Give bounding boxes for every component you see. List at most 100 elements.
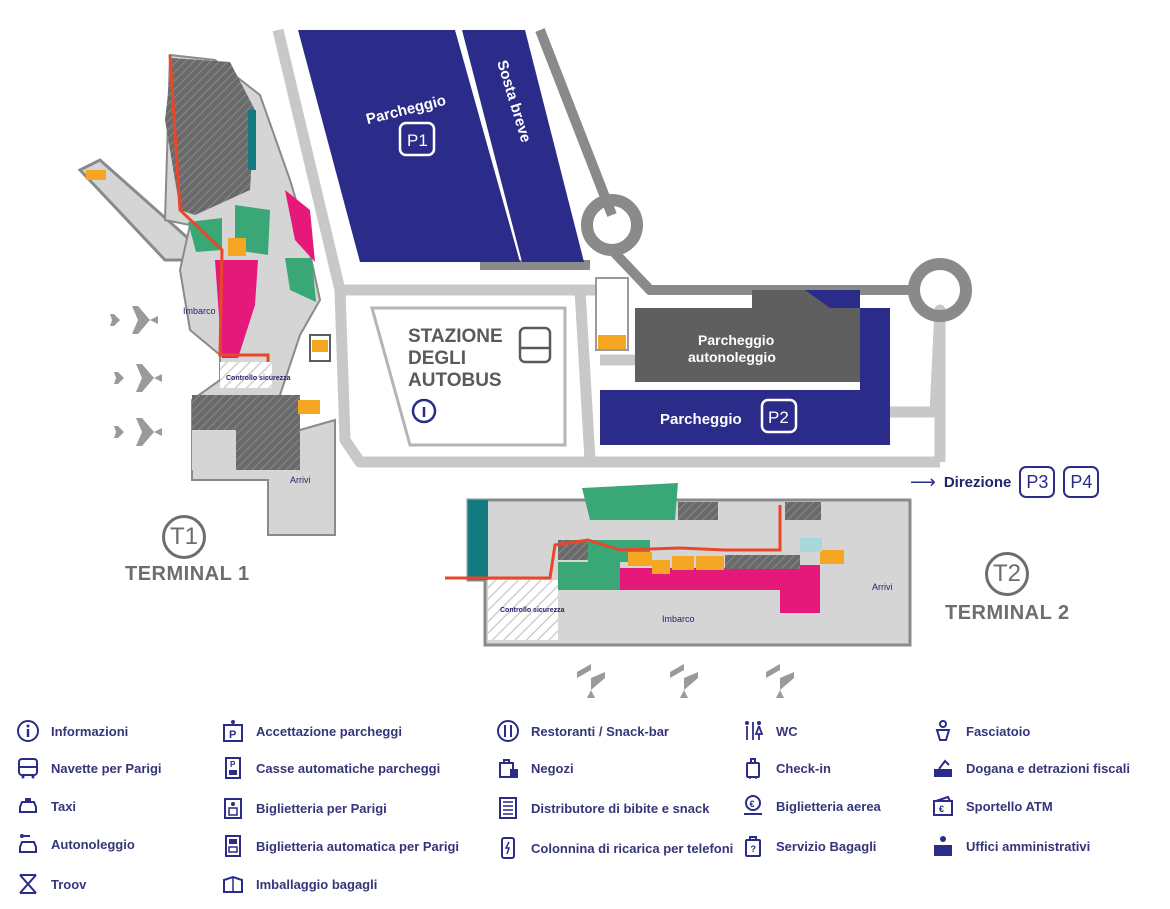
parking-p2-label: Parcheggio bbox=[660, 411, 742, 428]
direction-arrow-icon: ⟶ bbox=[910, 471, 936, 492]
t2-wc-5 bbox=[820, 550, 844, 564]
parking-p1-sign bbox=[398, 121, 436, 157]
bus-station-line3: AUTOBUS bbox=[408, 370, 502, 391]
rental-car-parking[interactable] bbox=[635, 290, 860, 382]
direction-sign-p3: P3 bbox=[1019, 466, 1056, 498]
shuttle-bus-icon bbox=[15, 755, 41, 781]
t2-shop-2 bbox=[780, 565, 820, 613]
legend-item-troov: Troov bbox=[15, 871, 86, 897]
svg-text:STAZIONE DEGLI AUTOBUS: STAZIONE DEGLI AUTOBUS bbox=[408, 326, 508, 391]
bus-station-line2: DEGLI bbox=[408, 348, 466, 369]
t2-restaurant-top bbox=[582, 483, 678, 520]
t2-shop-1 bbox=[620, 568, 780, 590]
legend-item-info: Informazioni bbox=[15, 718, 128, 744]
legend-item-airline-ticket: € Biglietteria aerea bbox=[740, 793, 881, 819]
airline-ticket-icon: € bbox=[740, 793, 766, 819]
legend-item-restaurant: Restoranti / Snack-bar bbox=[495, 718, 669, 744]
info-icon bbox=[411, 398, 437, 424]
t2-security-label: Controllo sicurezza bbox=[500, 607, 565, 614]
t2-hatched-c bbox=[558, 540, 588, 560]
check-in-icon bbox=[740, 755, 766, 781]
info-icon bbox=[15, 718, 41, 744]
legend-item-wc: WC bbox=[740, 718, 798, 744]
t2-boarding-label: Imbarco bbox=[662, 614, 695, 624]
parking-p2-sign-text: P2 bbox=[768, 408, 789, 427]
svg-text:?: ? bbox=[751, 844, 757, 854]
legend-item-phone-charge: Colonnina di ricarica per telefoni bbox=[495, 835, 733, 861]
legend-item-check-in: Check-in bbox=[740, 755, 831, 781]
t2-security-zone bbox=[488, 580, 558, 640]
t2-arrivals-label: Arrivi bbox=[872, 582, 893, 592]
rental-parking-line1: Parcheggio bbox=[698, 332, 774, 348]
legend-item-taxi: Taxi bbox=[15, 793, 76, 819]
t1-wc-pier bbox=[86, 170, 106, 180]
t1-admin bbox=[192, 430, 236, 470]
rental-parking-line2: autonoleggio bbox=[688, 349, 776, 365]
t1-security-label: Controllo sicurezza bbox=[226, 375, 291, 382]
legend-item-car-rental: Autonoleggio bbox=[15, 831, 135, 857]
admin-office-icon bbox=[930, 833, 956, 859]
legend-item-ticket-office: Biglietteria per Parigi bbox=[220, 795, 387, 821]
short-stay-parking[interactable] bbox=[462, 30, 584, 262]
parking-p2[interactable] bbox=[600, 308, 890, 445]
svg-text:€: € bbox=[939, 804, 944, 814]
baggage-service-icon: ? bbox=[740, 833, 766, 859]
t1-wc-4 bbox=[312, 340, 328, 352]
phone-charge-icon bbox=[495, 835, 521, 861]
ticket-office-icon bbox=[220, 795, 246, 821]
airplane-icons bbox=[110, 306, 794, 698]
t1-shop-zone-2 bbox=[285, 190, 315, 262]
t2-security-line bbox=[445, 505, 782, 580]
airport-map: Parcheggio P1 Sosta breve STAZIONE DEGLI… bbox=[77, 28, 972, 698]
bus-station[interactable] bbox=[370, 306, 567, 447]
t1-teal bbox=[248, 110, 256, 170]
t2-check-in-zone bbox=[468, 500, 488, 580]
atm-icon: € bbox=[930, 793, 956, 819]
t1-security-line bbox=[168, 54, 270, 380]
parking-p2-sign bbox=[760, 398, 798, 434]
customs-icon bbox=[930, 755, 956, 781]
svg-text:€: € bbox=[750, 799, 755, 809]
parking-p1-sign-text: P1 bbox=[407, 131, 428, 150]
direction-sign-p4: P4 bbox=[1063, 466, 1100, 498]
t1-arrivals-label: Arrivi bbox=[290, 475, 311, 485]
t1-boarding-label: Imbarco bbox=[183, 306, 216, 316]
terminal-2-badge: T2 bbox=[985, 552, 1029, 596]
wc-rental bbox=[598, 335, 626, 349]
t1-hatched-zone bbox=[165, 58, 255, 215]
t2-baby bbox=[800, 538, 822, 552]
baggage-wrap-icon bbox=[220, 871, 246, 897]
bus-station-line1: STAZIONE bbox=[408, 326, 503, 347]
bus-icon bbox=[518, 326, 552, 364]
legend-item-ticket-machine: Biglietteria automatica per Parigi bbox=[220, 833, 459, 859]
legend-item-baby-change: Fasciatoio bbox=[930, 718, 1030, 744]
wc-icon bbox=[740, 718, 766, 744]
t2-restaurant-2 bbox=[558, 562, 620, 590]
t1-restaurant-3 bbox=[285, 258, 316, 302]
ticket-machine-icon bbox=[220, 833, 246, 859]
svg-text:P: P bbox=[230, 760, 236, 769]
shop-icon bbox=[495, 755, 521, 781]
terminal-2-name: TERMINAL 2 bbox=[945, 602, 1070, 624]
restaurant-icon bbox=[495, 718, 521, 744]
baby-change-icon bbox=[930, 718, 956, 744]
car-rental-icon bbox=[15, 831, 41, 857]
legend: Informazioni Navette per Parigi Taxi Aut… bbox=[0, 705, 1170, 905]
taxi-icon bbox=[15, 793, 41, 819]
vending-machine-icon bbox=[495, 795, 521, 821]
direction-p3-p4: ⟶ Direzione P3 P4 bbox=[910, 466, 1100, 498]
t1-security bbox=[220, 362, 272, 388]
t2-wc-3 bbox=[672, 556, 694, 570]
troov-icon bbox=[15, 871, 41, 897]
legend-item-atm: € Sportello ATM bbox=[930, 793, 1053, 819]
direction-label: Direzione bbox=[943, 473, 1012, 491]
t2-wc-2 bbox=[652, 560, 670, 574]
parking-p1[interactable] bbox=[298, 30, 520, 262]
legend-item-vending: Distributore di bibite e snack bbox=[495, 795, 709, 821]
legend-item-shop: Negozi bbox=[495, 755, 574, 781]
t2-hatched-d bbox=[725, 555, 800, 569]
legend-item-shuttle: Navette per Parigi bbox=[15, 755, 162, 781]
t2-wc-4 bbox=[696, 556, 724, 570]
t2-hatched-a bbox=[678, 502, 718, 520]
legend-item-admin-office: Uffici amministrativi bbox=[930, 833, 1090, 859]
